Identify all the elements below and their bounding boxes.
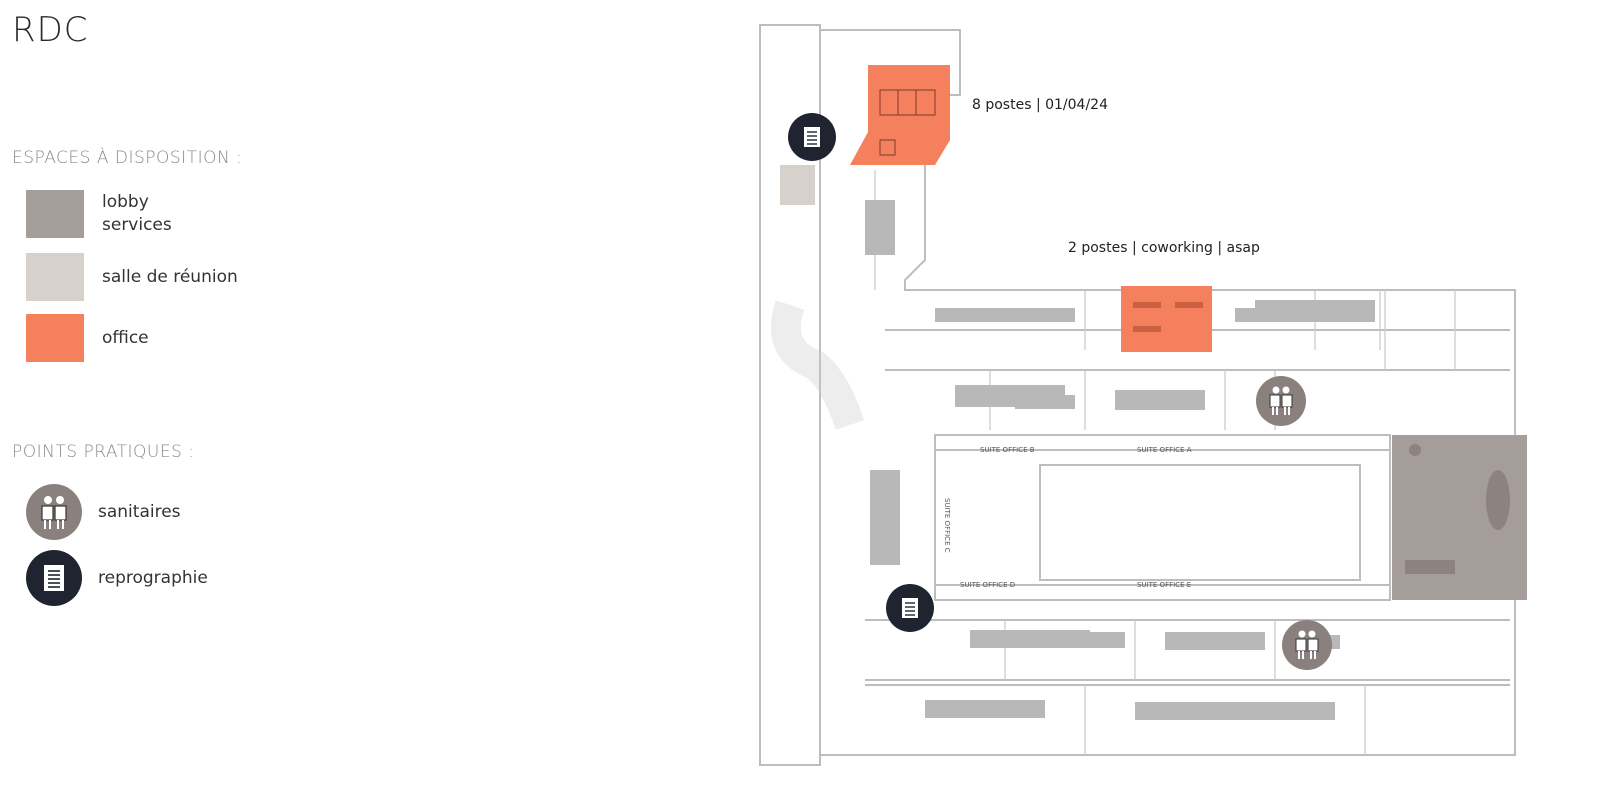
desk-clusters (865, 200, 1375, 720)
legend-item-lobby: lobby services (26, 190, 172, 238)
office-a-annotation: 8 postes | 01/04/24 (972, 97, 1108, 113)
floor-plan: SUITE OFFICE B SUITE OFFICE A SUITE OFFI… (759, 24, 1527, 766)
document-icon (804, 127, 820, 147)
restroom-icon (26, 484, 82, 540)
reprographie-marker-1 (788, 113, 836, 161)
legend-label-lobby: lobby services (102, 191, 172, 237)
room-partitions (874, 170, 1456, 755)
suite-label-e: SUITE OFFICE E (1137, 581, 1191, 589)
legend-item-office: office (26, 314, 149, 362)
legend-label-office: office (102, 327, 149, 348)
office-a-desks (879, 89, 936, 156)
sanitaires-marker-2 (1282, 620, 1332, 670)
legend-item-meeting-room: salle de réunion (26, 253, 238, 301)
restroom-icon (1269, 386, 1293, 415)
legend-label-lobby-line1: lobby (102, 192, 149, 212)
page-title: RDC (12, 10, 89, 50)
document-icon (26, 550, 82, 606)
courtyard (934, 434, 1391, 601)
suite-labels: SUITE OFFICE B SUITE OFFICE A SUITE OFFI… (943, 446, 1192, 589)
document-icon (902, 598, 918, 618)
sanitaires-marker-1 (1256, 376, 1306, 426)
suite-label-a: SUITE OFFICE A (1137, 446, 1192, 454)
office-swatch (26, 314, 84, 362)
legend-practical-title: POINTS PRATIQUES : (12, 442, 195, 462)
lobby-swatch (26, 190, 84, 238)
suite-label-d: SUITE OFFICE D (960, 581, 1015, 589)
legend-label-lobby-line2: services (102, 215, 172, 235)
legend-spaces-title: ESPACES À DISPOSITION : (12, 148, 243, 168)
restroom-icon (1295, 630, 1319, 659)
office-b-annotation: 2 postes | coworking | asap (1068, 240, 1260, 256)
meeting-room-swatch (26, 253, 84, 301)
legend-label-sanitaires: sanitaires (98, 502, 181, 522)
legend-item-sanitaires: sanitaires (26, 484, 181, 540)
suite-label-c: SUITE OFFICE C (943, 498, 951, 553)
suite-label-b: SUITE OFFICE B (980, 446, 1035, 454)
lobby-furniture (1405, 444, 1510, 574)
building-walls (759, 24, 1516, 766)
legend-item-reprographie: reprographie (26, 550, 208, 606)
office-b-desks (1133, 302, 1203, 332)
legend-label-meeting-room: salle de réunion (102, 266, 238, 287)
office-area-b (1121, 286, 1212, 352)
legend-label-reprographie: reprographie (98, 568, 208, 588)
meeting-room-area (780, 165, 815, 205)
reprographie-marker-2 (886, 584, 934, 632)
